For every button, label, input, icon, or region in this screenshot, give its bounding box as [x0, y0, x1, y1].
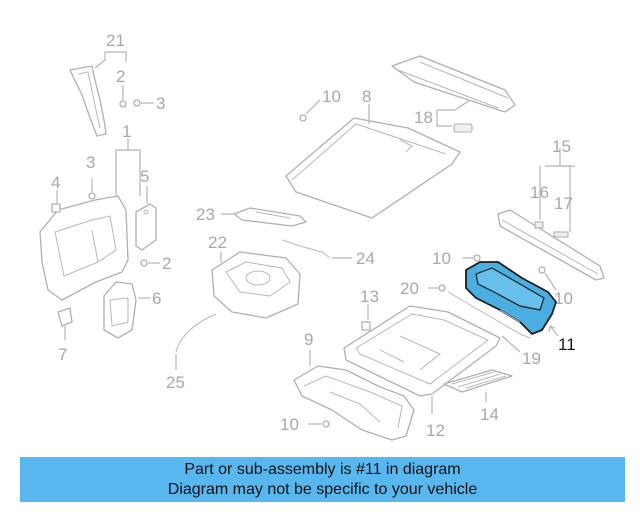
- callout-3-left: 3: [86, 153, 95, 172]
- part-2-clip-lower: [140, 259, 160, 267]
- banner-line-2: Diagram may not be specific to your vehi…: [167, 481, 478, 498]
- callout-24: 24: [356, 249, 375, 268]
- callout-2-upper: 2: [116, 67, 125, 86]
- part-8-cargo-floor-board: [285, 104, 461, 219]
- callout-2-lower: 2: [162, 254, 171, 273]
- callout-12: 12: [426, 421, 445, 440]
- callout-4: 4: [51, 173, 60, 192]
- callout-15: 15: [552, 137, 571, 156]
- part-10-clip-right: [538, 266, 557, 291]
- part-10-clip-middle: [462, 254, 481, 262]
- parts-diagram: 21 2 3 1 3 4 5 2: [39, 31, 605, 441]
- banner-line-1: Part or sub-assembly is #11 in diagram: [184, 461, 461, 478]
- callout-23: 23: [196, 205, 215, 224]
- callout-10-bottom: 10: [280, 415, 299, 434]
- callout-17: 17: [554, 194, 573, 213]
- callout-19: 19: [522, 349, 541, 368]
- callout-7: 7: [58, 345, 67, 364]
- callout-10-middle: 10: [432, 249, 451, 268]
- callout-13: 13: [360, 287, 379, 306]
- part-2-clip-upper: [119, 85, 127, 108]
- part-12-floor-frame: [343, 305, 501, 414]
- part-5-cover: [135, 186, 157, 251]
- callout-21: 21: [106, 31, 125, 50]
- callout-25: 25: [166, 373, 185, 392]
- callout-1: 1: [122, 122, 131, 141]
- info-banner: Part or sub-assembly is #11 in diagram D…: [20, 457, 625, 502]
- callout-9: 9: [304, 330, 313, 349]
- part-10-clip-bottom: [308, 420, 330, 428]
- callout-14: 14: [480, 405, 499, 424]
- part-10-clip-top: [299, 99, 321, 122]
- part-4-clip: [51, 190, 61, 213]
- part-1-side-trim-panel: [39, 138, 141, 301]
- part-13-clip: [361, 304, 371, 331]
- part-7-plug: [57, 307, 73, 340]
- callout-18: 18: [414, 108, 433, 127]
- part-19-rail: [447, 291, 531, 353]
- part-22-spare-tray: [211, 251, 301, 319]
- callout-16: 16: [530, 183, 549, 202]
- part-25-cable: [175, 313, 217, 370]
- part-14-grille: [443, 369, 513, 402]
- part-24-jack-handle: [281, 239, 352, 259]
- callout-11: 11: [558, 335, 576, 354]
- part-3-screw-left: [88, 178, 96, 200]
- callout-22: 22: [208, 233, 227, 252]
- callout-6: 6: [152, 289, 161, 308]
- callout-5: 5: [140, 167, 149, 186]
- part-18-tonneau-cover: [391, 55, 516, 133]
- part-3-screw-upper: [133, 99, 154, 107]
- part-6-bracket: [103, 281, 150, 339]
- callout-3-upper: 3: [156, 94, 165, 113]
- callout-20: 20: [400, 279, 419, 298]
- part-20-bolt: [428, 284, 446, 292]
- part-23-jack: [221, 207, 307, 227]
- callout-8: 8: [362, 87, 371, 106]
- part-15-rear-sill-plate: [497, 148, 605, 281]
- callout-10-right: 10: [554, 289, 573, 308]
- part-9-rear-panel: [293, 350, 415, 441]
- callout-10-top: 10: [322, 87, 341, 106]
- part-11-storage-tray-highlighted: [465, 261, 559, 337]
- part-21-pillar-trim: [69, 51, 127, 137]
